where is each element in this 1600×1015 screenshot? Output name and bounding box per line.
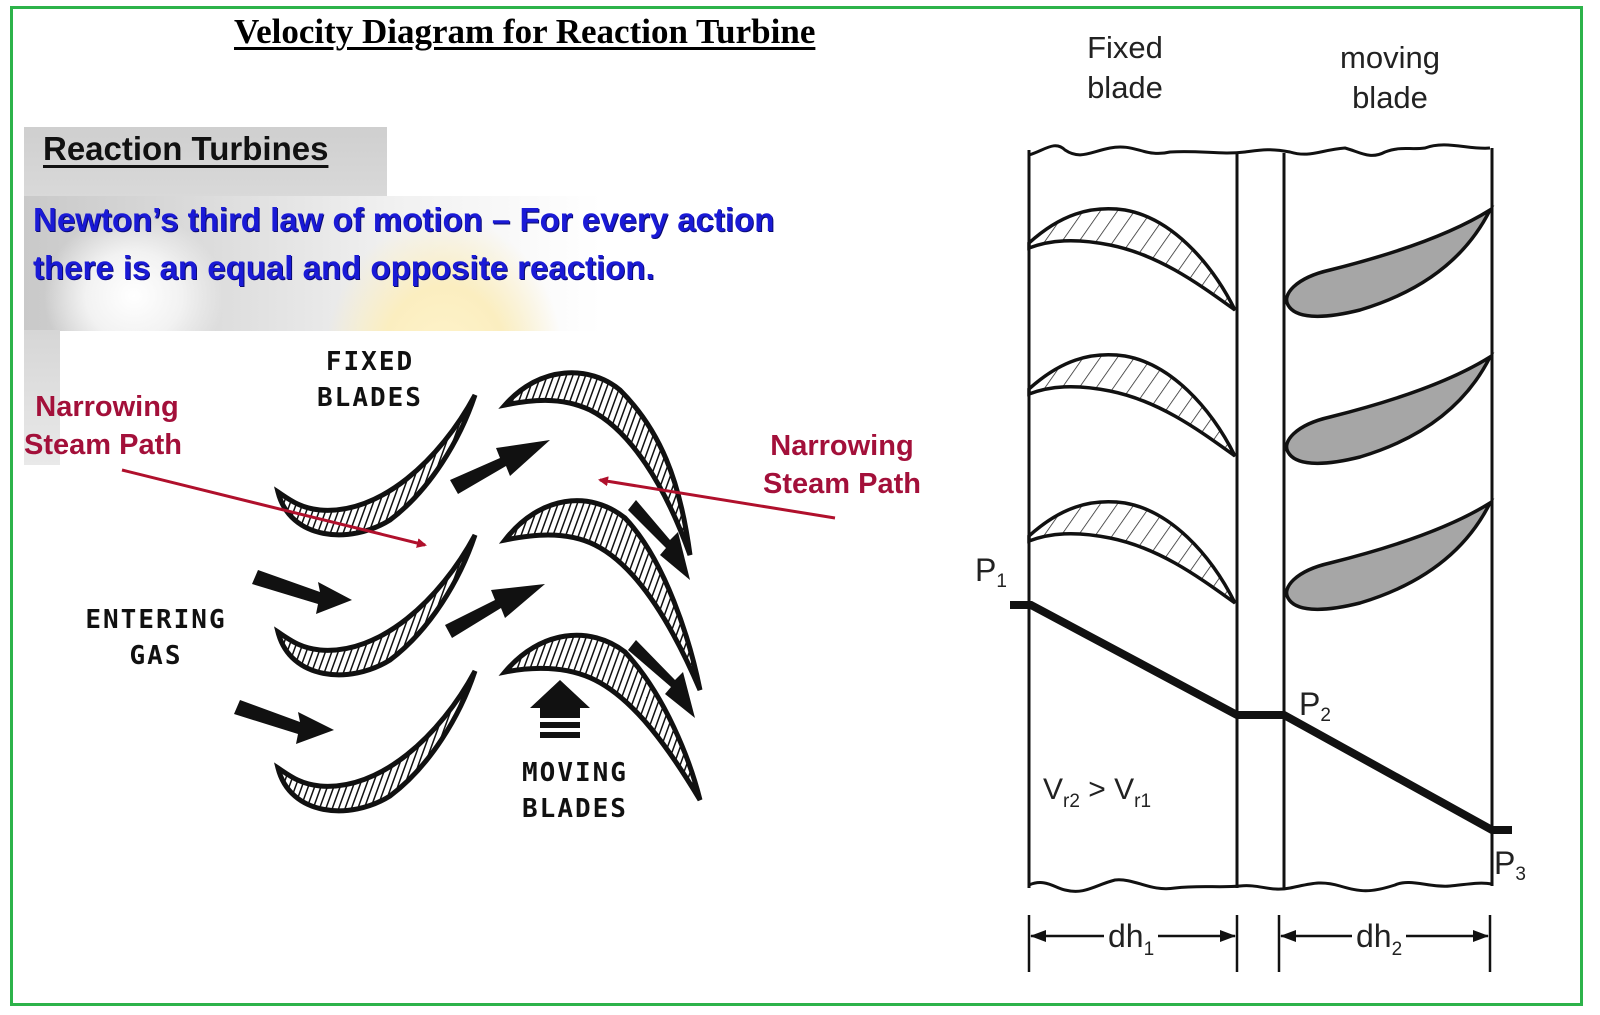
relative-velocity-relation: Vr2 > Vr1 <box>1043 773 1152 812</box>
newton-line-1: Newton’s third law of motion – For every… <box>33 201 775 238</box>
slide-background-image <box>24 196 704 331</box>
pressure-drop-line <box>1010 601 1512 834</box>
narrowing-arrow-left <box>121 468 427 548</box>
top-wavy-edge <box>1028 143 1491 157</box>
moving-blade-profiles <box>1284 205 1495 612</box>
newton-law-text: Newton’s third law of motion – For every… <box>33 196 774 292</box>
narrowing-arrow-right <box>598 476 836 520</box>
moving-blades-label: MOVING BLADES <box>522 758 628 824</box>
pressure-p1-label: P1 <box>975 552 1007 592</box>
reaction-turbines-heading: Reaction Turbines <box>43 130 329 167</box>
entering-gas-label: ENTERING GAS <box>85 605 227 671</box>
pressure-p2-label: P2 <box>1299 686 1331 726</box>
page-title: Velocity Diagram for Reaction Turbine <box>234 12 816 51</box>
newton-line-2: there is an equal and opposite reaction. <box>33 249 655 286</box>
moving-blade-shape <box>498 370 703 802</box>
moving-blade-label: moving blade <box>1340 40 1440 115</box>
narrowing-steam-path-left-label: Narrowing Steam Path <box>24 391 182 461</box>
fixed-blade-label: Fixed blade <box>1087 30 1163 105</box>
gas-flow-arrows <box>234 440 695 744</box>
fixed-blade-profiles <box>1027 207 1237 605</box>
fixed-blade-shape <box>273 393 478 814</box>
pressure-p3-label: P3 <box>1494 845 1526 885</box>
reaction-turbine-blade-illustration <box>121 370 836 814</box>
narrowing-steam-path-right-label: Narrowing Steam Path <box>763 430 921 500</box>
fixed-blades-label: FIXED BLADES <box>317 347 423 413</box>
slide-background-strip <box>24 330 60 465</box>
dh1-label: dh1 <box>1104 918 1159 961</box>
bottom-wavy-edge <box>1028 878 1493 893</box>
heading-background <box>24 127 387 197</box>
dh2-label: dh2 <box>1352 918 1407 961</box>
